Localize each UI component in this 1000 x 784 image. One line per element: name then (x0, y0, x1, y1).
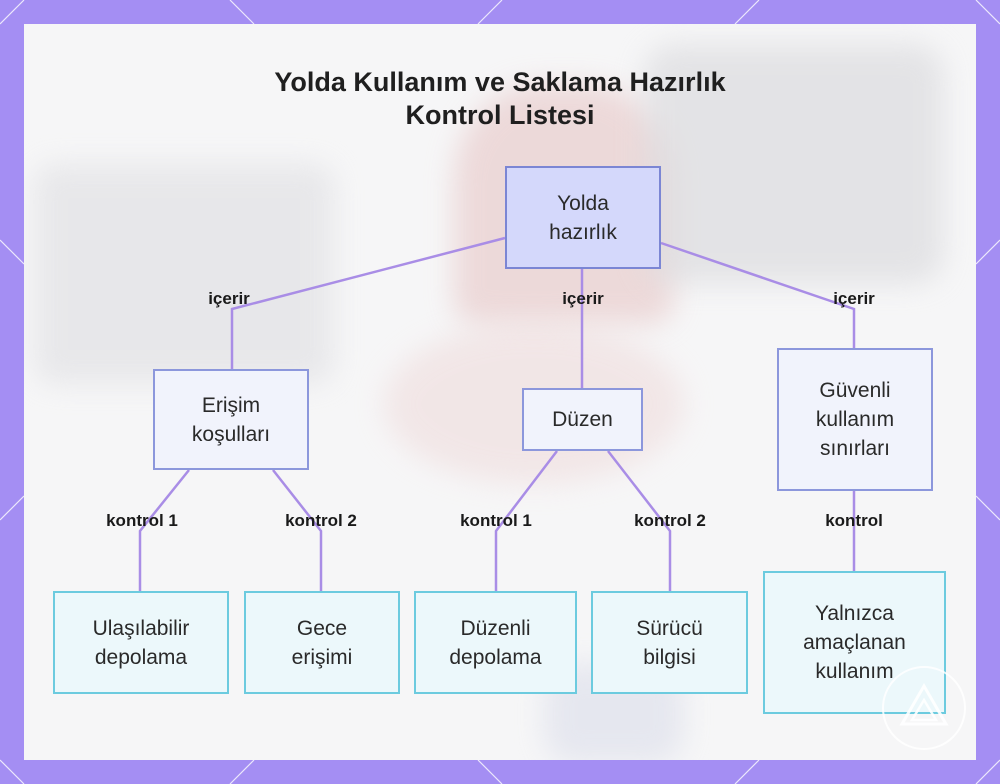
node-line: Sürücü (636, 616, 703, 640)
node-line: bilgisi (643, 645, 696, 669)
title-line-2: Kontrol Listesi (405, 100, 595, 130)
diagram-canvas: Yolda Kullanım ve Saklama Hazırlık Kontr… (24, 24, 976, 760)
diagram-title: Yolda Kullanım ve Saklama Hazırlık Kontr… (24, 66, 976, 132)
node-line: Gece (296, 616, 348, 640)
edge-connector-1 (230, 236, 506, 369)
edge-connector-3 (660, 241, 856, 348)
edge-label-icerir: içerir (208, 289, 250, 308)
node-line: Güvenli (819, 379, 891, 402)
node-line: Erişim (201, 393, 261, 417)
node-duzen: Düzen (522, 388, 643, 451)
edges-layer (138, 236, 856, 591)
node-yalnizca-amaclanan-kullanim: Yalnızca amaçlanan kullanım (763, 571, 946, 714)
node-erisim-kosullari: Erişim koşulları (153, 369, 309, 470)
edge-label-kontrol: kontrol (825, 511, 883, 530)
edge-connector-7 (607, 450, 672, 591)
node-line: erişimi (291, 645, 353, 669)
node-line: Düzen (552, 408, 613, 431)
node-ulasilabilir-depolama: Ulaşılabilir depolama (53, 591, 229, 694)
node-line: kullanım (815, 660, 894, 683)
node-line: depolama (449, 645, 542, 669)
node-duzenli-depolama: Düzenli depolama (414, 591, 577, 694)
node-line: hazırlık (549, 220, 617, 244)
edge-label-icerir: içerir (833, 289, 875, 308)
node-line: Ulaşılabilir (92, 616, 190, 640)
node-gece-erisimi: Gece erişimi (244, 591, 400, 694)
node-guvenli-kullanim-sinirlari: Güvenli kullanım sınırları (777, 348, 933, 491)
node-line: Yalnızca (814, 602, 894, 625)
edge-label-icerir: içerir (562, 289, 604, 308)
node-surucu-bilgisi: Sürücü bilgisi (591, 591, 748, 694)
edge-label-kontrol-1: kontrol 1 (460, 511, 532, 530)
edge-connector-6 (494, 450, 558, 591)
background-blob (34, 164, 334, 384)
edge-connector-5 (272, 469, 323, 591)
node-line: kullanım (815, 408, 895, 431)
node-line: koşulları (191, 422, 271, 446)
watermark-logo-icon (882, 666, 966, 750)
node-line: sınırları (819, 437, 890, 460)
node-line: amaçlanan (803, 631, 906, 654)
node-yolda-hazirlik: Yolda hazırlık (505, 166, 661, 269)
node-line: Düzenli (460, 616, 531, 640)
edge-label-kontrol-2: kontrol 2 (634, 511, 706, 530)
edge-connector-4 (138, 469, 190, 591)
background-blob (644, 44, 944, 284)
node-line: Yolda (557, 191, 609, 215)
node-line: depolama (94, 645, 188, 669)
edge-label-kontrol-1: kontrol 1 (106, 511, 178, 530)
title-line-1: Yolda Kullanım ve Saklama Hazırlık (274, 67, 726, 97)
edge-label-kontrol-2: kontrol 2 (285, 511, 357, 530)
